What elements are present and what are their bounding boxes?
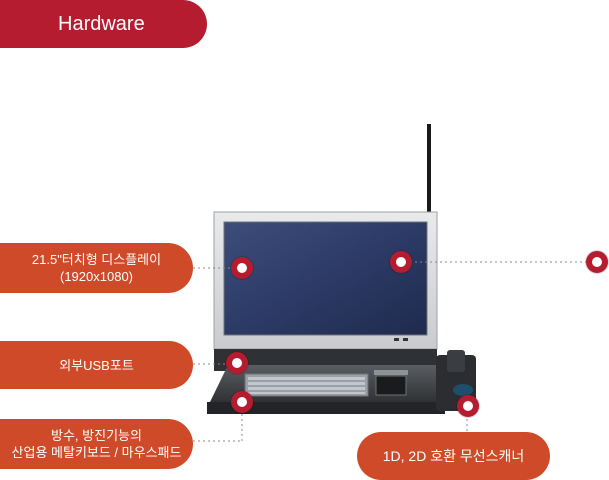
display-label-line2: (1920x1080)	[60, 269, 133, 284]
keyboard-label: 방수, 방진기능의 산업용 메탈키보드 / 마우스패드	[0, 419, 193, 469]
monitor	[213, 211, 438, 350]
usb-label-text: 외부USB포트	[59, 357, 134, 373]
scanner-label-text: 1D, 2D 호환 무선스캐너	[382, 447, 525, 464]
antenna-hotspot[interactable]	[586, 251, 608, 273]
section-title: Hardware	[0, 0, 207, 48]
display-label: 21.5"터치형 디스플레이 (1920x1080)	[0, 243, 193, 293]
scanner-hotspot[interactable]	[457, 395, 479, 417]
screen-hotspot[interactable]	[390, 251, 412, 273]
usb-label: 외부USB포트	[0, 341, 193, 389]
display-hotspot[interactable]	[231, 257, 253, 279]
keyboard-hotspot[interactable]	[231, 391, 253, 413]
usb-hotspot[interactable]	[226, 352, 248, 374]
keyboard-label-line2: 산업용 메탈키보드 / 마우스패드	[11, 445, 182, 460]
keyboard-label-line1: 방수, 방진기능의	[51, 428, 142, 443]
keyboard-tray	[207, 365, 445, 414]
display-label-line1: 21.5"터치형 디스플레이	[31, 252, 162, 267]
scanner-label: 1D, 2D 호환 무선스캐너	[357, 432, 550, 480]
